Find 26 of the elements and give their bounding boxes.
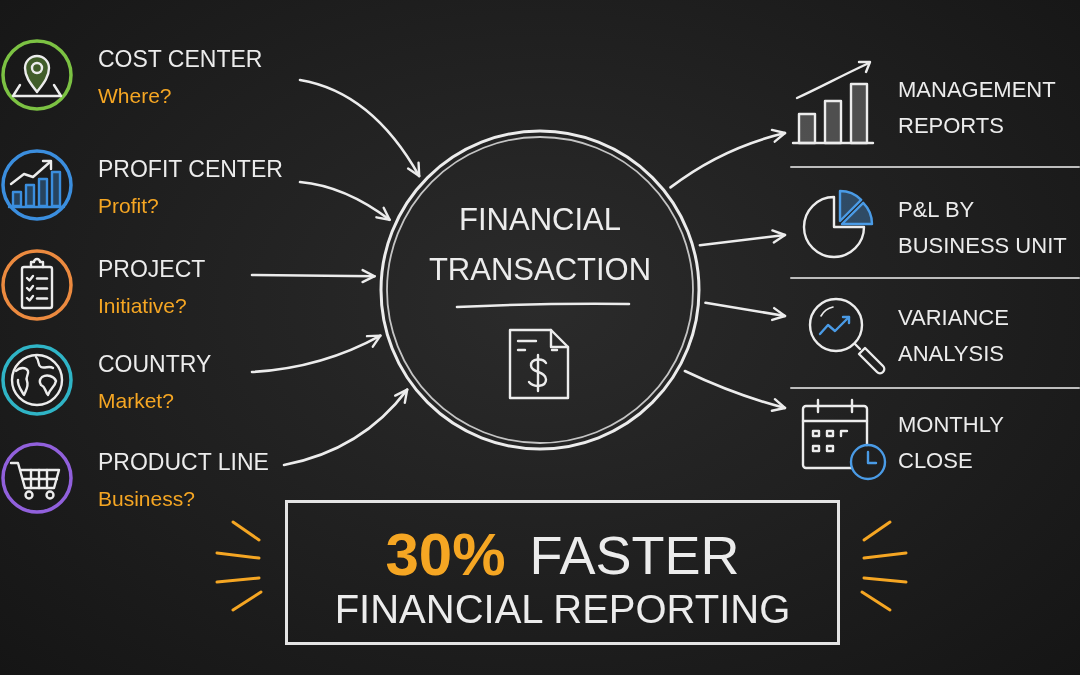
arrow bbox=[698, 229, 787, 247]
arrow bbox=[298, 180, 391, 222]
arrow bbox=[250, 268, 376, 284]
arrow bbox=[298, 78, 421, 178]
arrow bbox=[250, 334, 382, 374]
arrow bbox=[282, 388, 409, 467]
category-label: COST CENTER bbox=[98, 46, 263, 74]
headline-text: FASTER bbox=[529, 523, 740, 587]
category-label: COUNTRY bbox=[98, 351, 212, 379]
question-label: Where? bbox=[98, 83, 172, 109]
category-label: PRODUCT LINE bbox=[98, 449, 269, 477]
output-label: MANAGEMENT REPORTS bbox=[898, 76, 1057, 140]
question-label: Profit? bbox=[98, 193, 159, 219]
arrow bbox=[704, 301, 787, 322]
hub-title: FINANCIAL TRANSACTION bbox=[427, 201, 653, 289]
output-label: P&L BY BUSINESS UNIT bbox=[898, 196, 1068, 260]
question-label: Market? bbox=[98, 388, 174, 414]
highlight-box bbox=[285, 500, 840, 645]
question-label: Initiative? bbox=[98, 293, 187, 319]
category-label: PROFIT CENTER bbox=[98, 156, 283, 184]
arrow bbox=[683, 369, 787, 412]
category-label: PROJECT bbox=[98, 256, 206, 284]
question-label: Business? bbox=[98, 486, 195, 512]
arrow bbox=[669, 128, 787, 189]
output-label: MONTHLY CLOSE bbox=[898, 411, 1005, 475]
output-label: VARIANCE ANALYSIS bbox=[898, 304, 1010, 368]
